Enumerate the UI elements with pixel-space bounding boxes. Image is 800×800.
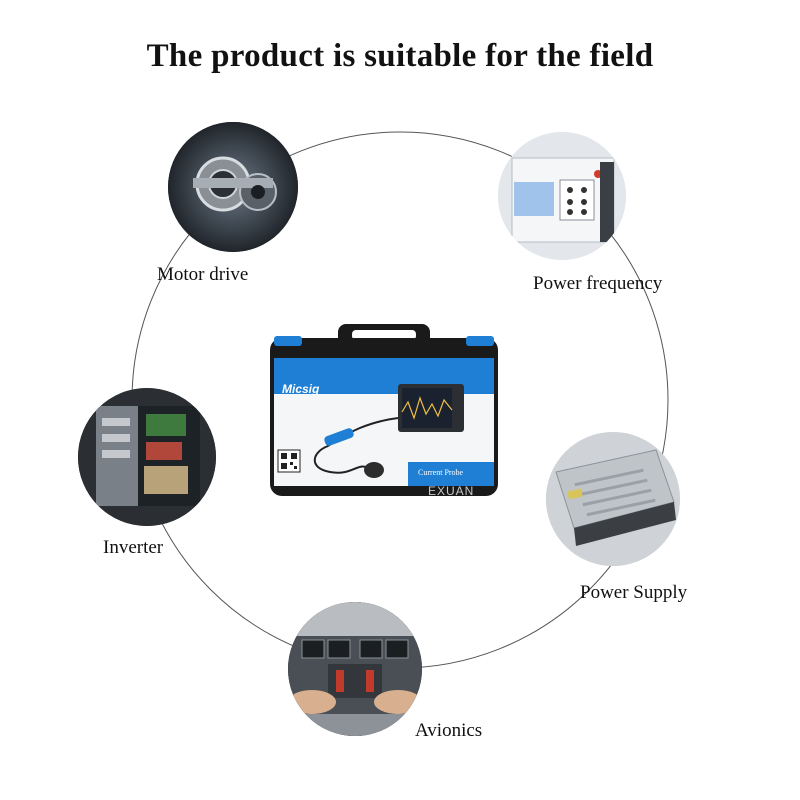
product-case-image: [270, 324, 498, 496]
box-label: Current Probe: [418, 468, 464, 477]
watermark: EXUAN: [428, 484, 475, 498]
avionics-photo: [288, 602, 422, 736]
page-title: The product is suitable for the field: [146, 38, 654, 74]
product-case: Micsig Current Probe: [268, 322, 500, 498]
brand-logo: Micsig: [282, 382, 320, 396]
label-motor-drive: Motor drive: [157, 264, 249, 285]
motor-drive-photo: [168, 122, 298, 252]
label-avionics: Avionics: [415, 720, 483, 741]
label-power-supply: Power Supply: [580, 582, 688, 603]
label-power-frequency: Power frequency: [533, 273, 663, 294]
label-inverter: Inverter: [103, 537, 164, 558]
inverter-photo: [78, 388, 216, 526]
power-frequency-photo: [498, 132, 626, 260]
power-supply-photo: [546, 432, 680, 566]
